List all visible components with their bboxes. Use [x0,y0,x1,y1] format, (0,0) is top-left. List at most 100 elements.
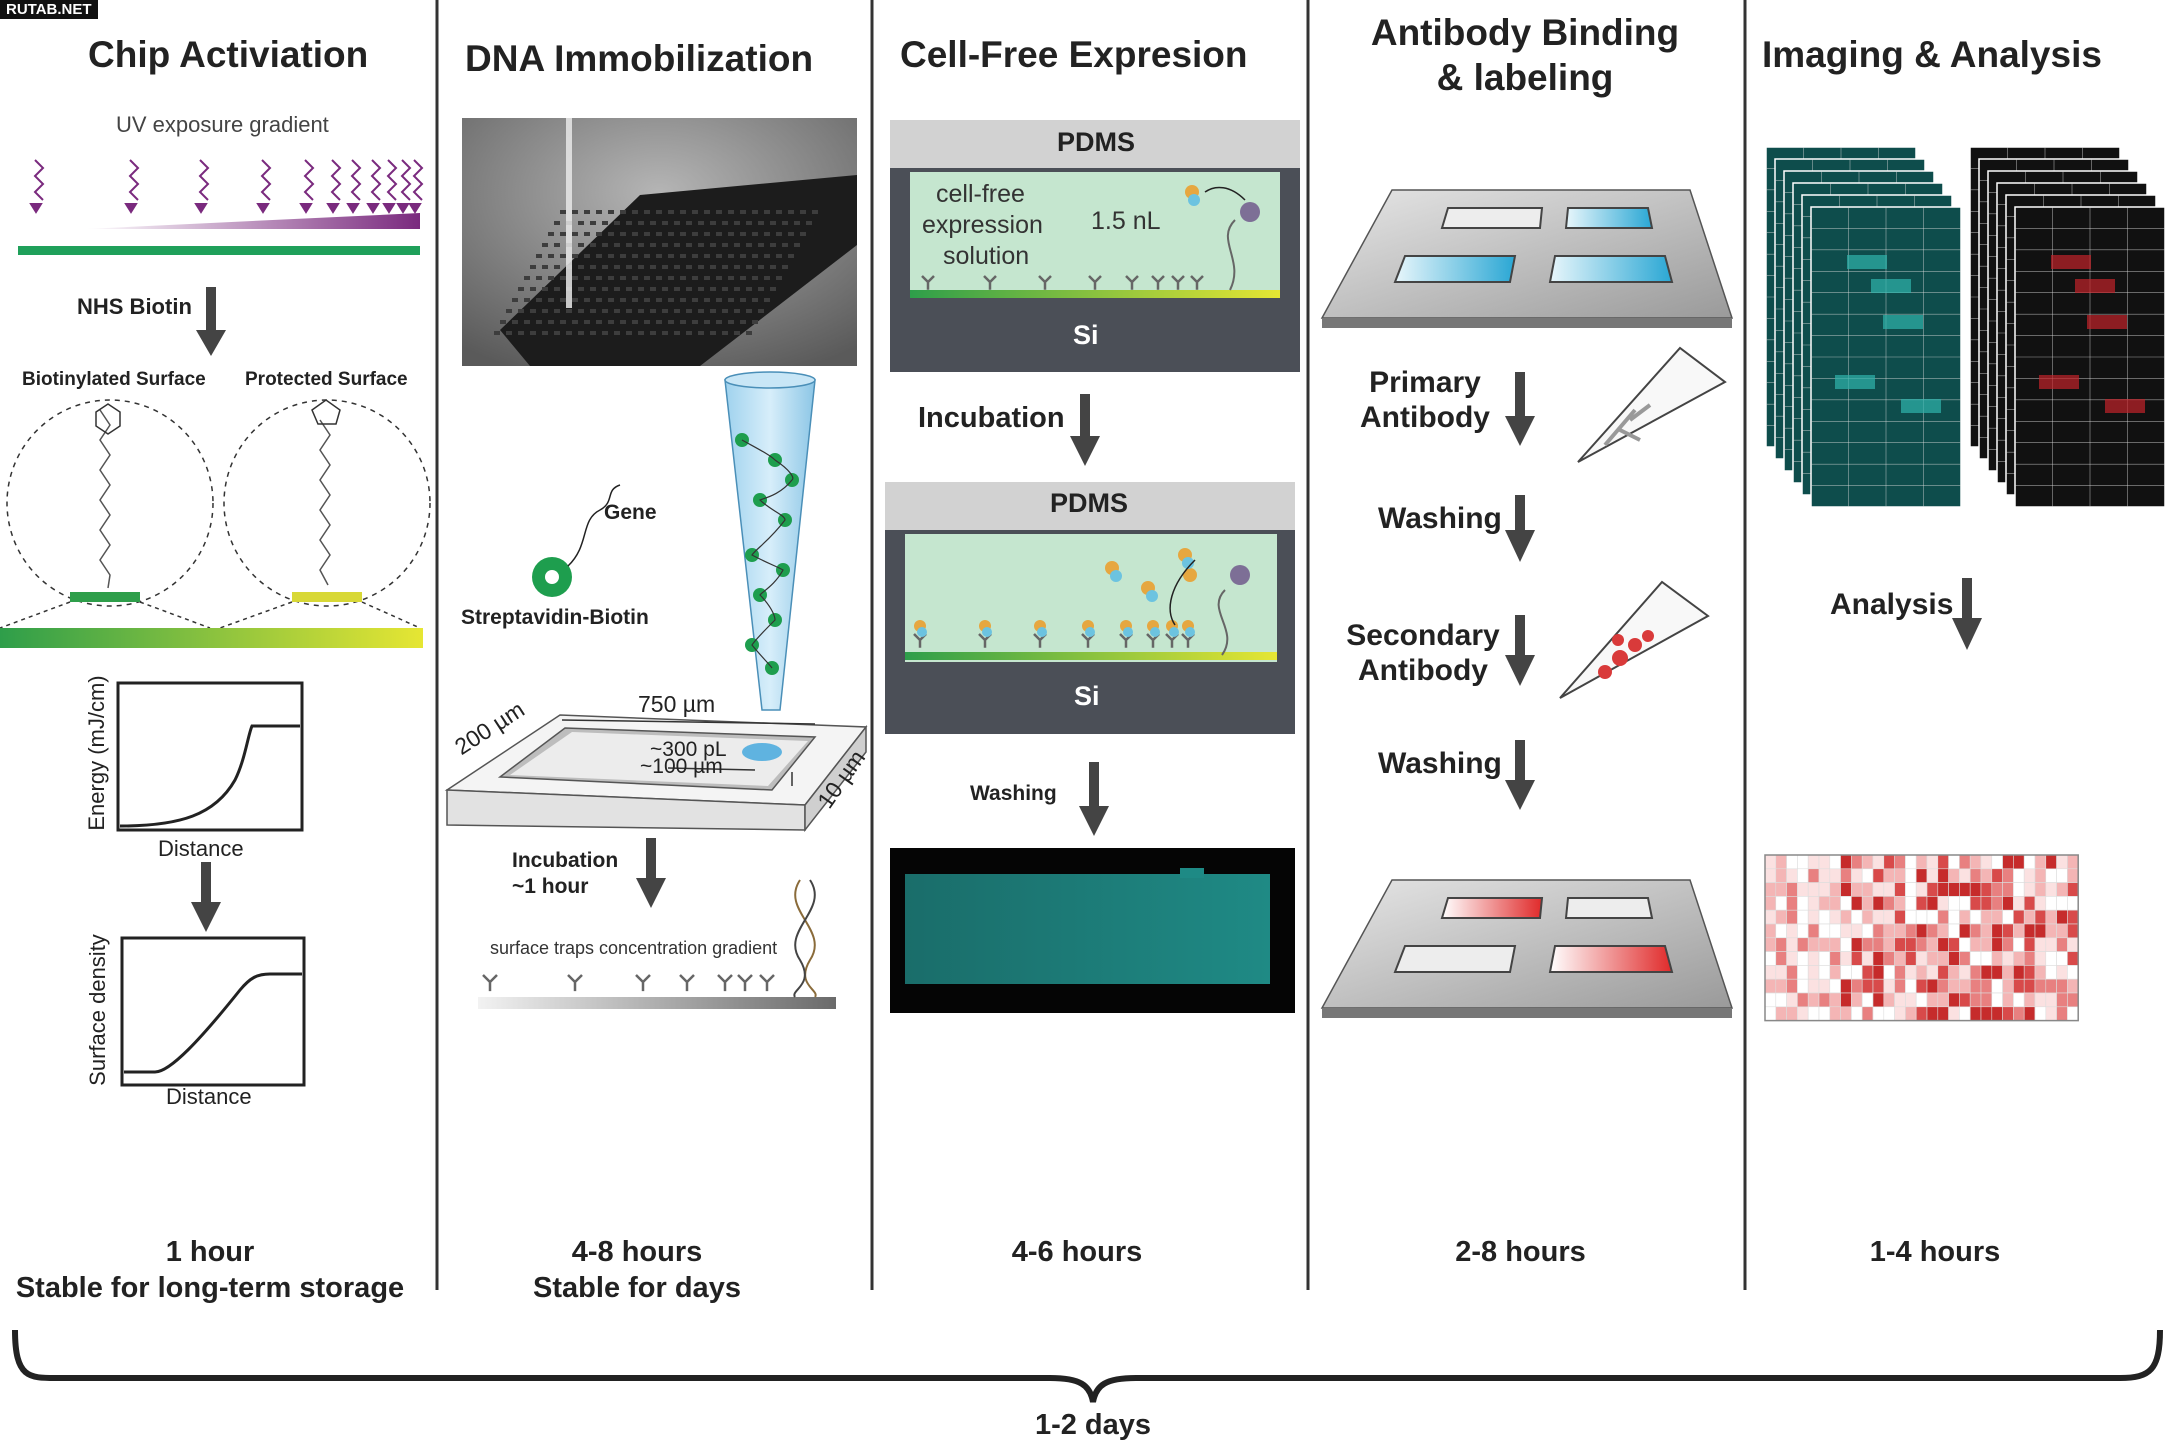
panel4-title-line2: & labeling [1436,57,1614,98]
primary-line1: Primary [1369,366,1481,399]
down-arrow-icon [1952,578,1982,650]
uv-ray-icon [128,159,140,201]
uv-ray-icon [350,159,362,201]
trap-icon [717,974,733,992]
pdms-label-bottom: PDMS [1050,488,1129,518]
pdms-label-top: PDMS [1057,127,1136,157]
surface-density-plot [120,936,306,1087]
dim-volume-label: ~300 pL [650,738,727,761]
uv-ray-icon [33,159,45,201]
uv-ray-icon [386,159,398,201]
zoom-lines [0,601,421,629]
energy-plot-xlabel: Distance [158,836,244,861]
green-surface-bar [18,246,420,255]
panel1-time: 1 hour Stable for long-term storage [0,1234,420,1306]
chip-red-wells [1320,879,1734,1018]
panel2-time: 4-8 hours Stable for days [437,1234,837,1306]
incubation-step-label: Incubation [918,402,1065,434]
total-duration: 1-2 days [1034,1409,1152,1441]
uv-ray-tip-icon [396,203,410,214]
microarray-photo [462,118,857,366]
microwell-chip [444,714,868,833]
gene-streptavidin-icon [532,484,621,597]
uv-exposure-icons [29,159,424,214]
secondary-line1: Secondary [1346,619,1500,652]
trap-icon [1088,275,1102,290]
energy-plot-ylabel: Energy (mJ/cm) [84,675,109,831]
tube-secondary-antibody [1559,580,1710,699]
ribosome-icon [1185,185,1260,291]
uv-ray-tip-icon [256,203,270,214]
down-arrow-icon [1079,762,1109,836]
biotinylated-surface-diagram [6,399,214,607]
trap-icon [1171,275,1185,290]
primary-line2: Antibody [1360,401,1490,434]
si-label-top: Si [1073,320,1099,350]
uv-ray-icon [303,159,315,201]
trap-gradient-bar [478,997,836,1009]
analysis-heatmap [1764,854,2079,1022]
panel2-stability: Stable for days [533,1272,741,1304]
trap-icon [1125,275,1139,290]
panel5-duration: 1-4 hours [1869,1236,2001,1268]
tube-primary-antibody [1577,346,1727,463]
chamber-bottom [885,482,1295,734]
panel3-title: Cell-Free Expresion [900,34,1248,75]
trap-icon [567,974,583,992]
washing-label-p3: Washing [970,782,1057,805]
down-arrow-icon [1505,372,1535,446]
surface-traps [482,974,775,992]
panel2-duration: 4-8 hours [571,1236,703,1268]
uv-ray-tip-icon [194,203,208,214]
trap-icon [635,974,651,992]
uv-gradient-label: UV exposure gradient [116,112,329,137]
secondary-line2: Antibody [1358,654,1488,687]
uv-ray-tip-icon [408,203,422,214]
gradient-surface-bar [0,628,423,648]
down-arrow-icon [1070,394,1100,466]
streptavidin-label: Streptavidin-Biotin [461,606,649,629]
down-arrow-icon [191,862,221,932]
uv-ray-tip-icon [124,203,138,214]
panel4-duration: 2-8 hours [1455,1236,1586,1268]
trap-icon [1151,275,1165,290]
analysis-label: Analysis [1830,588,1954,621]
trap-icon [921,275,935,290]
cf-line3: solution [943,242,1030,270]
uv-ray-tip-icon [366,203,380,214]
si-label-bottom: Si [1074,681,1100,711]
volume-label: 1.5 nL [1091,207,1161,235]
gene-label: Gene [604,501,657,524]
uv-ray-icon [198,159,210,201]
washing-label-1: Washing [1378,502,1502,535]
trap-icon [482,974,498,992]
panel5-title: Imaging & Analysis [1762,34,2102,75]
down-arrow-icon [1505,615,1535,686]
trap-icon [759,974,775,992]
fluorescence-image [890,848,1295,1013]
uv-gradient-wedge [85,213,420,229]
uv-ray-tip-icon [346,203,360,214]
biotinylated-surface-label: Biotinylated Surface [22,369,206,390]
down-arrow-icon [196,287,226,356]
nhs-biotin-label: NHS Biotin [77,294,192,319]
teal-image-stack [1765,146,1962,508]
dna-helix-icon [793,879,817,998]
uv-ray-icon [260,159,272,201]
panel1-duration: 1 hour [165,1236,255,1268]
uv-ray-tip-icon [29,203,43,214]
panel1-stability: Stable for long-term storage [15,1272,405,1304]
primary-antibody-label: Primary Antibody [1345,365,1505,435]
density-plot-ylabel: Surface density [85,934,110,1086]
column-separators [435,0,1747,1290]
pipette-tip [724,371,816,711]
cf-line2: expression [922,211,1043,239]
red-image-stack [1969,146,2166,508]
down-arrow-icon [1505,495,1535,562]
panel2-title: DNA Immobilization [465,38,814,79]
dim-drop-label: ~100 µm [640,755,723,778]
uv-ray-icon [400,159,412,201]
chip-blue-wells [1320,189,1734,328]
